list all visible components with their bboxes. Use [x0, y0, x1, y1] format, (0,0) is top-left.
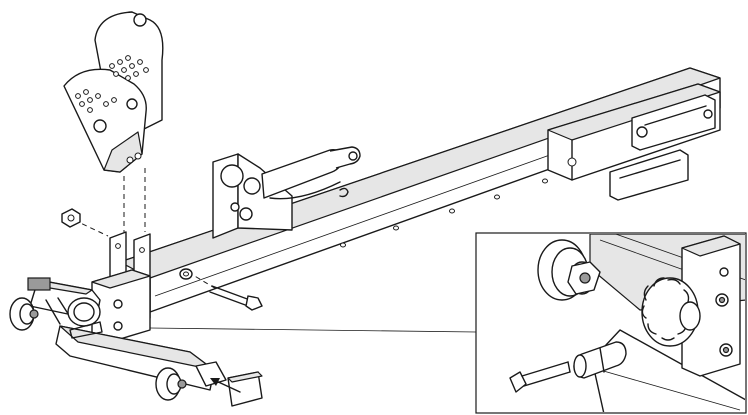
cylinder-bracket — [212, 146, 361, 239]
screw — [509, 361, 571, 393]
callout-leader — [149, 327, 477, 333]
end-cap — [227, 371, 263, 407]
nut — [61, 208, 81, 228]
spacer-sleeve — [573, 341, 627, 379]
bolt — [179, 268, 263, 311]
arrow-icon — [210, 378, 241, 393]
plate-holes — [75, 55, 149, 113]
roller-right — [155, 367, 187, 401]
detail-inset — [475, 232, 747, 414]
front-post — [91, 231, 151, 343]
sliding-sleeve — [547, 83, 721, 201]
adjustment-knob — [67, 297, 103, 339]
foot-plates — [63, 11, 164, 173]
roller-left — [9, 297, 39, 331]
